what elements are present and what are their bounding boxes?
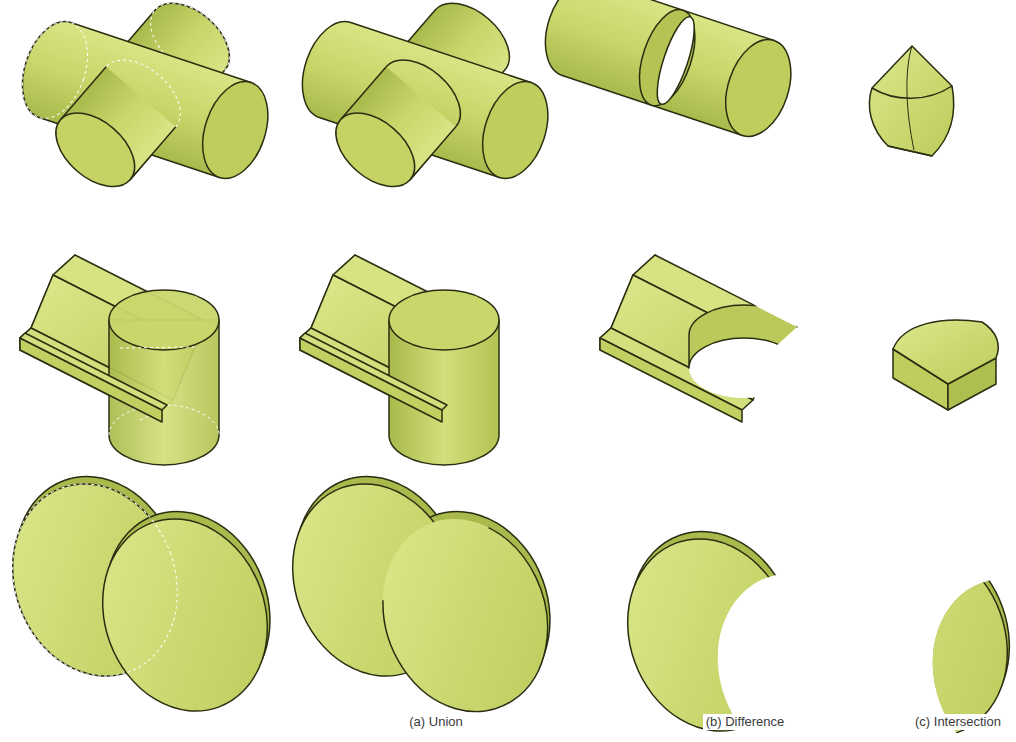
discs-intersection-edge	[909, 600, 987, 703]
cylinders-union	[291, 0, 560, 201]
caption-label: (b) Difference	[703, 714, 788, 730]
discs-difference	[599, 508, 823, 742]
discs-intersection	[815, 514, 1016, 742]
caption-label: (c) Intersection	[912, 714, 1004, 730]
discs-original	[0, 453, 298, 734]
discs-union	[266, 453, 576, 735]
caption-label: (a) Union	[406, 714, 465, 730]
block-cylinder-union	[300, 255, 499, 465]
cylinders-intersection	[869, 46, 953, 156]
cylinders-original	[11, 0, 280, 201]
block-cylinder-original	[20, 255, 219, 465]
cylinders-difference	[534, 0, 803, 145]
block-cylinder-intersection	[893, 320, 998, 410]
block-cylinder-difference	[600, 255, 799, 422]
